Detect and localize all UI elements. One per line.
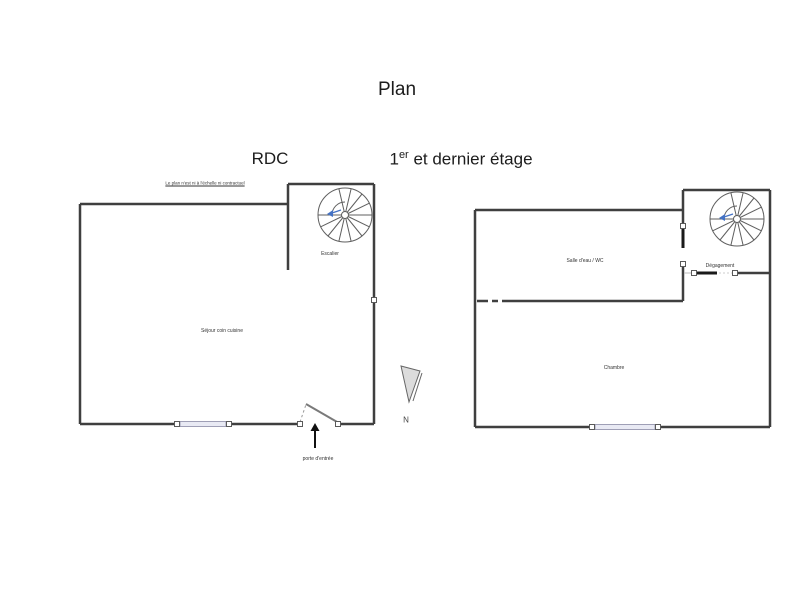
door-jamb [691, 270, 697, 276]
door-jamb [297, 421, 303, 427]
window-jamb [589, 424, 595, 430]
spiral-staircase-icon [709, 191, 765, 247]
salle-eau-label: Salle d'eau / WC [566, 258, 604, 264]
etage-header-rest: et dernier étage [408, 149, 533, 169]
entrance-arrow-icon [310, 423, 320, 448]
escalier-label: Escalier [321, 251, 339, 257]
rdc-jambs [174, 297, 377, 427]
entrance-door-swing [299, 404, 307, 423]
etage-header-num: 1 [389, 149, 399, 169]
chambre-label: Chambre [603, 365, 625, 371]
page-title: Plan [377, 79, 417, 100]
door-jamb [335, 421, 341, 427]
entrance-door-leaf [305, 403, 339, 424]
etage-plan [473, 188, 772, 430]
north-arrow-icon [400, 365, 423, 404]
door-jamb [680, 261, 686, 267]
door-jamb [732, 270, 738, 276]
window-jamb [655, 424, 661, 430]
spiral-staircase-icon [317, 187, 373, 243]
porte-entree-label: porte d'entrée [302, 456, 334, 462]
etage-walls [473, 188, 772, 429]
rdc-window [179, 421, 227, 427]
etage-jambs [589, 223, 738, 430]
degagement-label: Dégagement [705, 263, 735, 269]
rdc-header: RDC [251, 149, 289, 168]
etage-window [594, 424, 656, 430]
rdc-plan [78, 182, 377, 448]
rdc-walls [78, 182, 376, 426]
disclaimer-note: Le plan n'est ni à l'échelle ni contract… [165, 180, 245, 186]
window-jamb [226, 421, 232, 427]
etage-header: 1er et dernier étage [389, 149, 532, 170]
north-label: N [403, 415, 409, 425]
door-jamb [680, 223, 686, 229]
wall-marker [371, 297, 377, 303]
sejour-label: Séjour coin cuisine [201, 328, 243, 334]
window-jamb [174, 421, 180, 427]
etage-header-sup: er [398, 149, 409, 161]
